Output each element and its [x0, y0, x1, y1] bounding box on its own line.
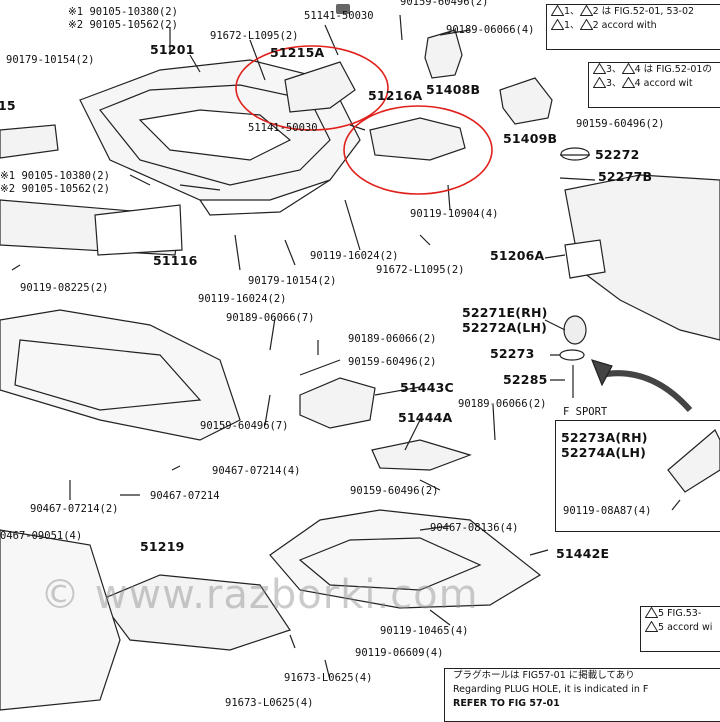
label-51116: 51116 — [153, 253, 198, 268]
note-bottom-line1: プラグホールは FIG57-01 に掲載してあり — [453, 670, 635, 681]
label-f-sport: F SPORT — [563, 406, 608, 418]
note-right-text: FIG.53- — [667, 608, 702, 619]
triangle-mark-icon — [593, 63, 606, 74]
label-52272a-lh: 52272A(LH) — [462, 320, 548, 335]
note-right-line2: accord wi — [667, 622, 713, 633]
note-box-mid: 3、4 は FIG.52-01の 3、4 accord wit — [588, 62, 720, 108]
note-box-right: 5 FIG.53- 5 accord wi — [640, 606, 720, 652]
label-90159-60496-d: 90159-60496(7) — [200, 420, 289, 432]
label-90159-60496-c: 90159-60496(2) — [348, 356, 437, 368]
label-91672-l1095-a: 91672-L1095(2) — [210, 30, 299, 42]
label-90119-06609: 90119-06609(4) — [355, 647, 444, 659]
label-note1-top: ※1 90105-10380(2) — [68, 6, 178, 18]
label-51201: 51201 — [150, 42, 195, 57]
label-51408b: 51408B — [426, 82, 481, 97]
label-91673-l0625-a: 91673-L0625(4) — [284, 672, 373, 684]
label-90179-10154-a: 90179-10154(2) — [6, 54, 95, 66]
label-90189-06066-b: 90189-06066(7) — [226, 312, 315, 324]
label-51141-50030-a: 51141-50030 — [304, 10, 374, 22]
triangle-mark-icon — [593, 77, 606, 88]
triangle-mark-icon — [579, 19, 593, 30]
note-bottom-line3: REFER TO FIG 57-01 — [453, 698, 560, 709]
note-box-top: 1、2 は FIG.52-01, 53-02 1、2 accord with — [546, 4, 720, 50]
note-mid-mark2b: 4 — [634, 78, 641, 89]
note-mid-line2: accord wit — [643, 78, 693, 89]
label-52271e-rh: 52271E(RH) — [462, 305, 548, 320]
note-mid-mark1: 3 — [606, 64, 613, 75]
label-51141-50030-b: 51141-50030 — [248, 122, 318, 134]
label-51444a: 51444A — [398, 410, 453, 425]
note-mid-mark1b: 3 — [606, 78, 613, 89]
label-90159-60496-a: 90159-60496(2) — [400, 0, 489, 8]
label-51219: 51219 — [140, 539, 185, 554]
top-cropped-icon — [336, 4, 350, 14]
label-52273a-rh: 52273A(RH) — [561, 430, 648, 445]
note-top-mark2: 2 — [592, 6, 599, 17]
label-52274a-lh: 52274A(LH) — [561, 445, 647, 460]
label-90189-06066-a: 90189-06066(4) — [446, 24, 535, 36]
label-52273: 52273 — [490, 346, 535, 361]
label-51409b: 51409B — [503, 131, 558, 146]
label-90467-07214-b: 90467-07214 — [150, 490, 220, 502]
watermark-text: © www.razborki.com — [40, 572, 479, 618]
label-90119-10465: 90119-10465(4) — [380, 625, 469, 637]
note-bottom-line2: Regarding PLUG HOLE, it is indicated in … — [453, 684, 649, 695]
f-sport-inset-box — [555, 420, 720, 532]
note-box-bottom: プラグホールは FIG57-01 に掲載してあり Regarding PLUG … — [444, 668, 720, 722]
label-90119-10904: 90119-10904(4) — [410, 208, 499, 220]
label-90119-08a87: 90119-08A87(4) — [563, 505, 652, 517]
triangle-mark-icon — [551, 5, 564, 16]
label-90119-16024-b: 90119-16024(2) — [198, 293, 287, 305]
label-90179-10154-b: 90179-10154(2) — [248, 275, 337, 287]
label-91672-l1095-b: 91672-L1095(2) — [376, 264, 465, 276]
label-90159-60496-e: 90159-60496(2) — [350, 485, 439, 497]
label-52277b: 52277B — [598, 169, 653, 184]
triangle-mark-icon — [621, 77, 635, 88]
note-mid-line1: は FIG.52-01の — [643, 64, 712, 75]
triangle-mark-icon — [645, 607, 658, 618]
note-top-mark2b: 2 — [592, 20, 599, 31]
note-right-mark-b: 5 — [658, 622, 665, 633]
note-top-line1: は FIG.52-01, 53-02 — [601, 6, 695, 17]
label-51443c: 51443C — [400, 380, 454, 395]
highlight-circle-51215a — [235, 45, 389, 131]
note-mid-mark2: 4 — [634, 64, 641, 75]
note-top-line2: accord with — [601, 20, 657, 31]
label-51215a: 51215A — [270, 45, 325, 60]
label-51442e: 51442E — [556, 546, 610, 561]
label-91673-l0625-b: 91673-L0625(4) — [225, 697, 314, 709]
highlight-circle-51216a — [343, 105, 493, 195]
label-51216a: 51216A — [368, 88, 423, 103]
triangle-mark-icon — [551, 19, 564, 30]
label-90159-60496-b: 90159-60496(2) — [576, 118, 665, 130]
label-52272: 52272 — [595, 147, 640, 162]
label-0467-09051: 0467-09051(4) — [0, 530, 83, 542]
note-top-mark1b: 1 — [564, 20, 571, 31]
label-90119-08225: 90119-08225(2) — [20, 282, 109, 294]
label-15: 15 — [0, 98, 16, 113]
triangle-mark-icon — [645, 621, 658, 632]
label-note1-mid: ※1 90105-10380(2) — [0, 170, 110, 182]
triangle-mark-icon — [579, 5, 593, 16]
label-51206a: 51206A — [490, 248, 545, 263]
label-note2-mid: ※2 90105-10562(2) — [0, 183, 110, 195]
label-90119-16024-a: 90119-16024(2) — [310, 250, 399, 262]
label-90467-07214-c: 90467-07214(2) — [30, 503, 119, 515]
triangle-mark-icon — [621, 63, 635, 74]
label-90189-06066-c: 90189-06066(2) — [348, 333, 437, 345]
label-90467-08136: 90467-08136(4) — [430, 522, 519, 534]
label-90467-07214-a: 90467-07214(4) — [212, 465, 301, 477]
note-top-mark1: 1 — [564, 6, 571, 17]
label-note2-top: ※2 90105-10562(2) — [68, 19, 178, 31]
label-52285: 52285 — [503, 372, 548, 387]
label-90189-06066-d: 90189-06066(2) — [458, 398, 547, 410]
line-art — [0, 14, 720, 711]
note-right-mark: 5 — [658, 608, 665, 619]
